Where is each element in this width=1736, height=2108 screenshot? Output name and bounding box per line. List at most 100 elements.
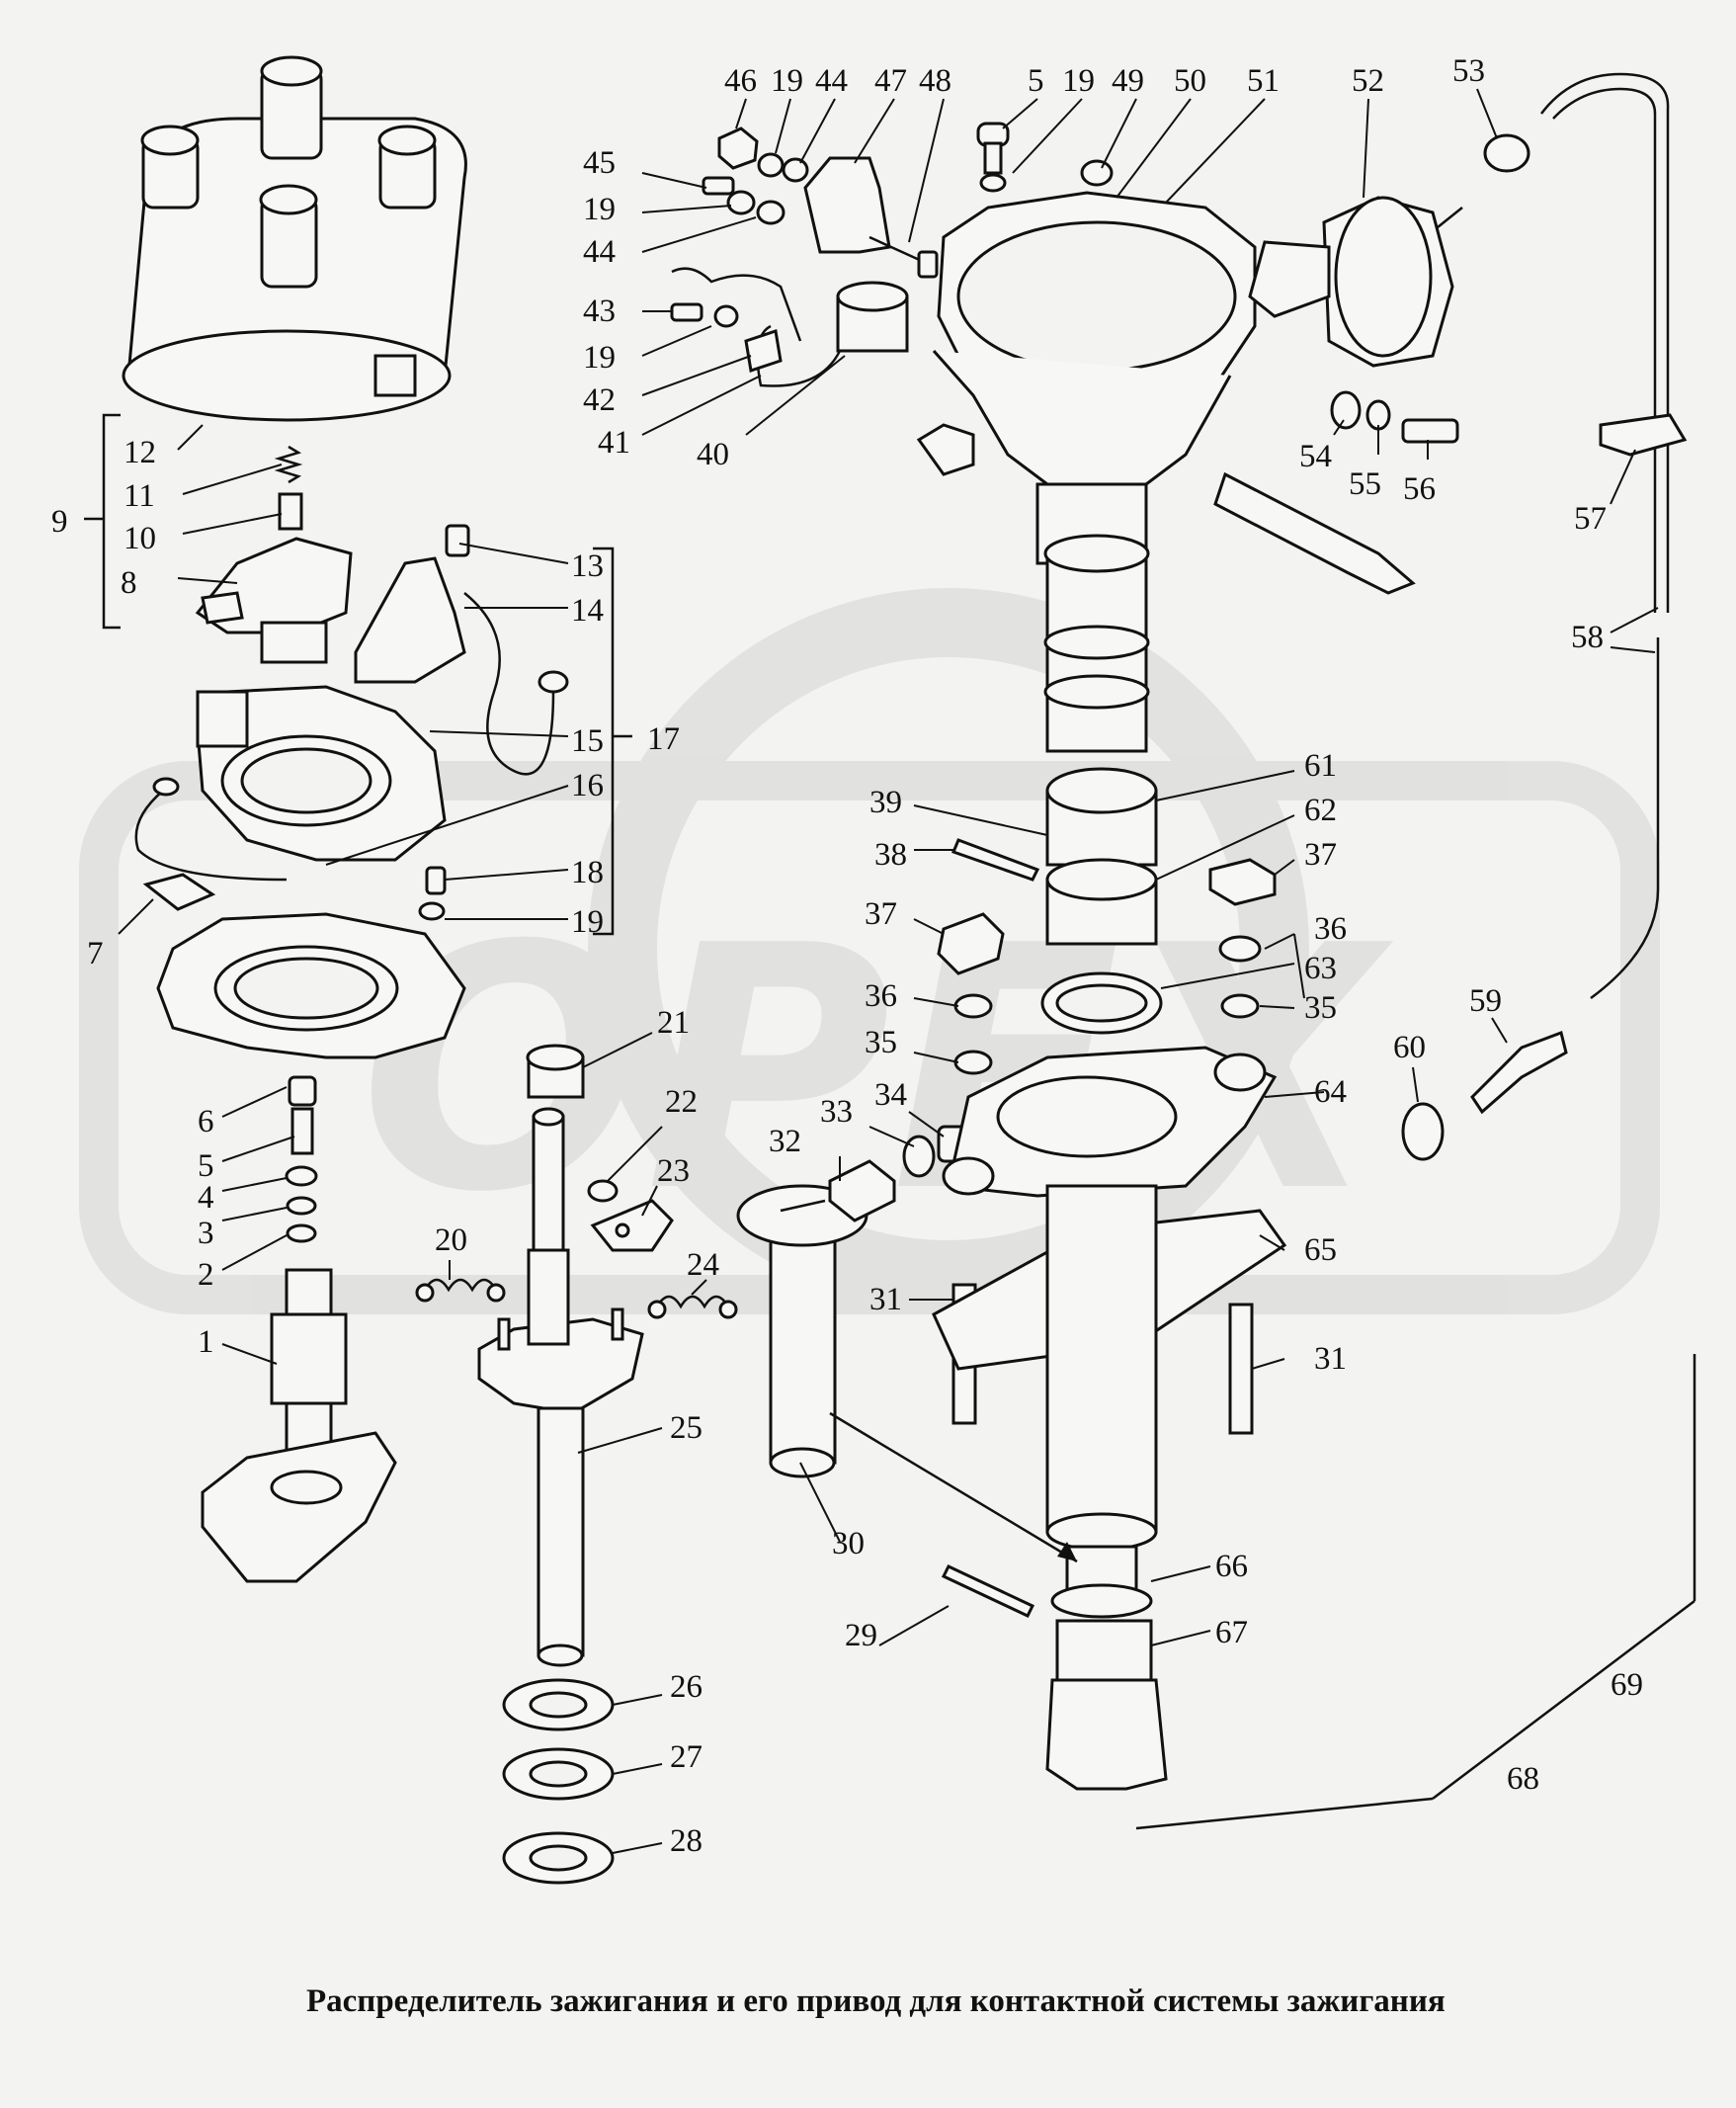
screw-43 bbox=[670, 302, 739, 328]
label-68: 68 bbox=[1507, 1761, 1539, 1797]
label-2: 2 bbox=[198, 1257, 214, 1293]
support-plate bbox=[156, 912, 466, 1059]
tube-cap bbox=[1483, 133, 1530, 173]
label-32: 32 bbox=[769, 1124, 801, 1159]
washer-35-left bbox=[953, 1050, 993, 1075]
label-35-b: 35 bbox=[1304, 990, 1337, 1026]
label-44-b: 44 bbox=[815, 63, 848, 99]
distributor-shaft bbox=[477, 1107, 644, 1667]
label-21: 21 bbox=[657, 1005, 690, 1041]
label-47: 47 bbox=[874, 63, 907, 99]
label-22: 22 bbox=[665, 1084, 698, 1120]
bushing-62 bbox=[1045, 858, 1158, 946]
screw-5-top bbox=[976, 122, 1010, 193]
drive-shaft bbox=[736, 1184, 868, 1478]
label-17: 17 bbox=[647, 721, 680, 757]
label-39: 39 bbox=[869, 785, 902, 820]
figure-caption: Распределитель зажигания и его привод дл… bbox=[306, 1983, 1446, 2019]
washer-55 bbox=[1365, 399, 1391, 431]
label-12: 12 bbox=[124, 435, 156, 470]
label-35-a: 35 bbox=[865, 1025, 897, 1060]
seal-ring-63 bbox=[1040, 971, 1163, 1035]
label-5-b: 5 bbox=[1028, 63, 1044, 99]
octane-screw-stack bbox=[285, 1075, 318, 1243]
label-34: 34 bbox=[874, 1077, 907, 1113]
label-69: 69 bbox=[1611, 1667, 1643, 1703]
label-19-a: 19 bbox=[571, 904, 604, 940]
label-49: 49 bbox=[1112, 63, 1144, 99]
label-25: 25 bbox=[670, 1410, 703, 1446]
label-1: 1 bbox=[198, 1324, 214, 1360]
tube-clip bbox=[1599, 413, 1688, 457]
nut-37-right bbox=[1208, 858, 1277, 906]
terminal-bolt bbox=[868, 235, 939, 279]
weight-spring-b bbox=[647, 1295, 738, 1319]
arrow-30 bbox=[829, 1411, 1078, 1563]
contact-group bbox=[354, 524, 569, 776]
fitting-gasket bbox=[1401, 1102, 1445, 1161]
label-57: 57 bbox=[1574, 501, 1607, 537]
label-3: 3 bbox=[198, 1216, 214, 1251]
callout-labels: 12 11 10 9 8 13 14 15 17 16 18 19 7 6 5 … bbox=[51, 53, 1643, 1859]
label-7: 7 bbox=[87, 936, 104, 971]
label-41: 41 bbox=[598, 425, 630, 461]
fitting-washer bbox=[902, 1135, 936, 1178]
breaker-plate bbox=[134, 685, 447, 882]
label-50: 50 bbox=[1174, 63, 1206, 99]
leader-lines bbox=[118, 88, 1659, 1854]
steel-washer bbox=[502, 1831, 615, 1885]
octane-corrector bbox=[201, 1268, 397, 1583]
label-37-a: 37 bbox=[865, 896, 897, 932]
label-5-a: 5 bbox=[198, 1148, 214, 1184]
label-14: 14 bbox=[571, 593, 604, 629]
terminal-bracket bbox=[803, 156, 891, 254]
felt-pad bbox=[142, 873, 216, 911]
label-46: 46 bbox=[724, 63, 757, 99]
label-37-b: 37 bbox=[1304, 837, 1337, 873]
drive-gear bbox=[1045, 1619, 1168, 1791]
fitting-nut bbox=[828, 1159, 896, 1223]
label-29: 29 bbox=[845, 1618, 877, 1653]
label-42: 42 bbox=[583, 382, 616, 418]
vacuum-tube bbox=[1540, 72, 1670, 1000]
stud-right bbox=[1228, 1303, 1254, 1435]
terminal-clamp bbox=[671, 267, 802, 373]
label-44-a: 44 bbox=[583, 234, 616, 270]
washer-54 bbox=[1330, 390, 1362, 430]
label-33: 33 bbox=[820, 1094, 853, 1130]
label-24: 24 bbox=[687, 1247, 719, 1283]
label-61: 61 bbox=[1304, 748, 1337, 784]
textolite-washer bbox=[502, 1747, 615, 1801]
weight-spring-a bbox=[415, 1278, 506, 1303]
label-28: 28 bbox=[670, 1823, 703, 1859]
label-45: 45 bbox=[583, 145, 616, 181]
label-63: 63 bbox=[1304, 951, 1337, 986]
label-66: 66 bbox=[1215, 1549, 1248, 1584]
label-4: 4 bbox=[198, 1180, 214, 1216]
capacitor bbox=[756, 281, 909, 387]
label-15: 15 bbox=[571, 723, 604, 759]
label-8: 8 bbox=[121, 565, 137, 601]
pin-38 bbox=[951, 838, 1040, 882]
label-10: 10 bbox=[124, 521, 156, 556]
label-16: 16 bbox=[571, 768, 604, 803]
label-43: 43 bbox=[583, 294, 616, 329]
rotor bbox=[195, 537, 353, 664]
label-30: 30 bbox=[832, 1526, 865, 1561]
label-51: 51 bbox=[1247, 63, 1280, 99]
distributor-cap bbox=[122, 55, 467, 422]
nut-37-left bbox=[937, 912, 1005, 975]
gear-pin bbox=[941, 1564, 1035, 1618]
label-67: 67 bbox=[1215, 1615, 1248, 1650]
nut-46 bbox=[717, 126, 809, 183]
label-64: 64 bbox=[1314, 1074, 1347, 1110]
washer-36-left bbox=[953, 993, 993, 1019]
label-53: 53 bbox=[1452, 53, 1485, 89]
vacuum-advance-unit bbox=[1248, 196, 1463, 368]
label-38: 38 bbox=[874, 837, 907, 873]
label-20: 20 bbox=[435, 1223, 467, 1258]
label-18: 18 bbox=[571, 855, 604, 890]
label-65: 65 bbox=[1304, 1232, 1337, 1268]
label-62: 62 bbox=[1304, 793, 1337, 828]
